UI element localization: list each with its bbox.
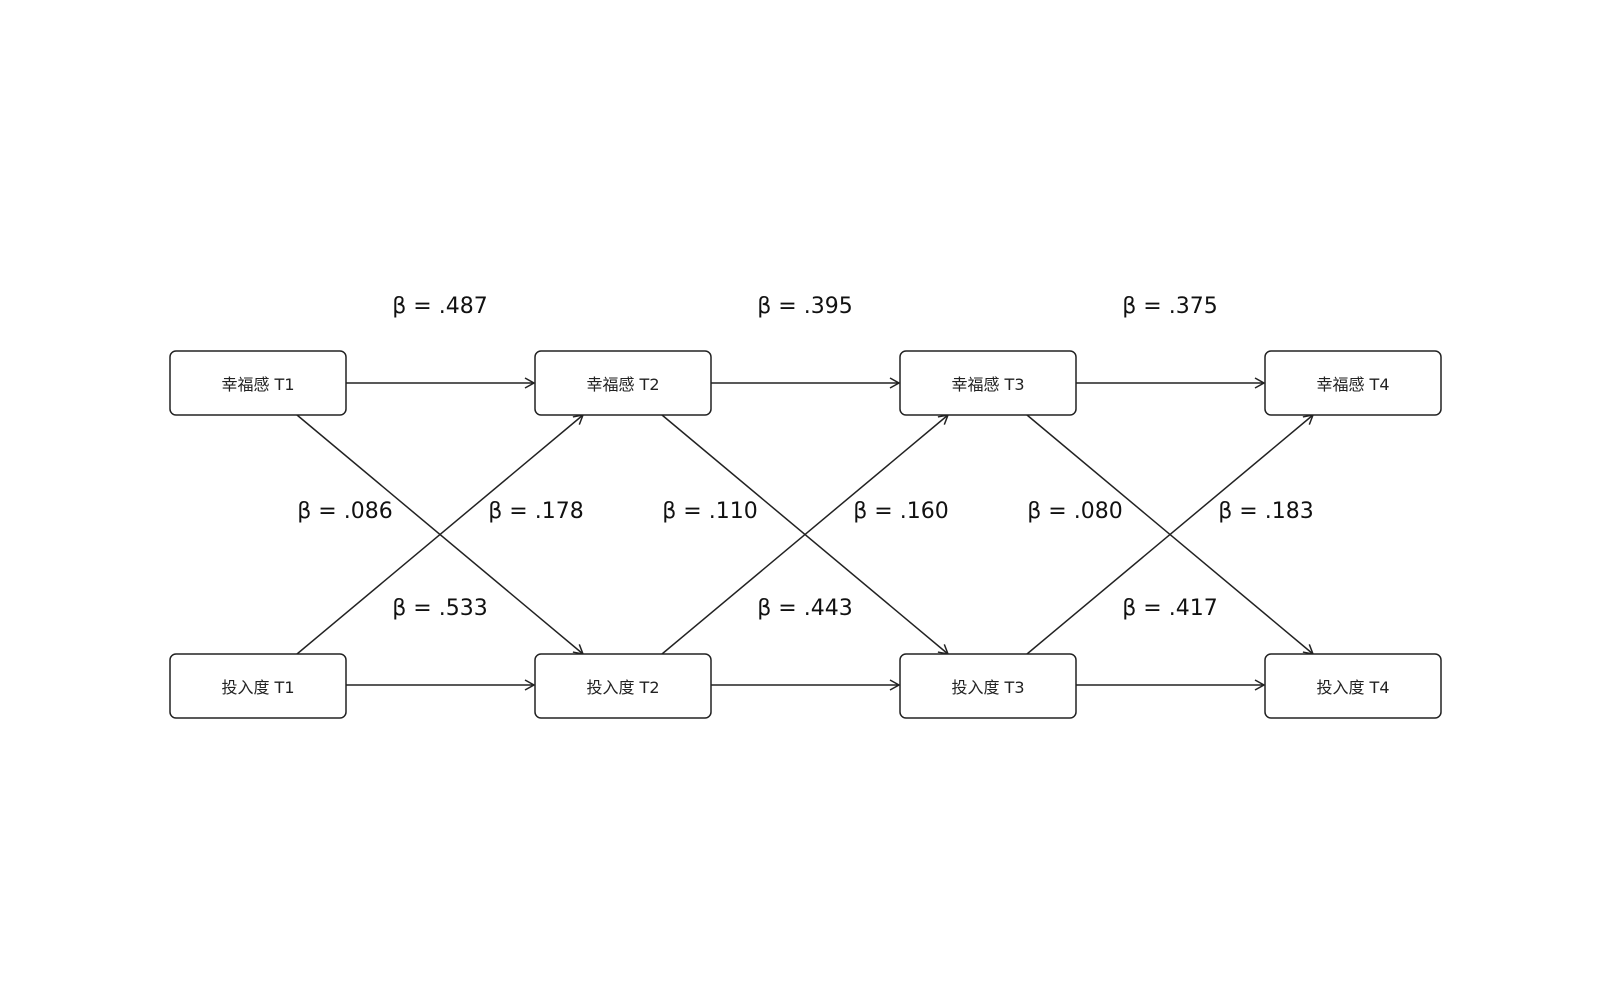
node-label: 投入度 T1 <box>221 678 294 697</box>
node-label: 投入度 T2 <box>586 678 659 697</box>
coef-engagement-t1-to-wellbeing-t2: β = .178 <box>488 499 583 524</box>
node-wellbeing-t2: 幸福感 T2 <box>534 350 712 416</box>
node-engagement-t2: 投入度 T2 <box>534 653 712 719</box>
coef-wellbeing-t1-to-engagement-t2: β = .086 <box>297 499 392 524</box>
node-wellbeing-t3: 幸福感 T3 <box>899 350 1077 416</box>
node-label: 投入度 T4 <box>1316 678 1389 697</box>
node-wellbeing-t4: 幸福感 T4 <box>1264 350 1442 416</box>
path-engagement-t2-to-wellbeing-t3 <box>661 414 950 655</box>
node-wellbeing-t1: 幸福感 T1 <box>169 350 347 416</box>
node-label: 幸福感 T3 <box>951 375 1024 394</box>
coef-wellbeing-t3-t4: β = .375 <box>1122 294 1217 319</box>
path-engagement-t1-to-wellbeing-t2 <box>296 414 585 655</box>
coef-engagement-t3-t4: β = .417 <box>1122 596 1217 621</box>
node-label: 幸福感 T2 <box>586 375 659 394</box>
node-label: 投入度 T3 <box>951 678 1024 697</box>
coef-engagement-t3-to-wellbeing-t4: β = .183 <box>1218 499 1313 524</box>
coef-engagement-t1-t2: β = .533 <box>392 596 487 621</box>
node-engagement-t4: 投入度 T4 <box>1264 653 1442 719</box>
node-label: 幸福感 T1 <box>221 375 294 394</box>
coef-engagement-t2-t3: β = .443 <box>757 596 852 621</box>
coef-wellbeing-t1-t2: β = .487 <box>392 294 487 319</box>
coef-wellbeing-t2-to-engagement-t3: β = .110 <box>662 499 757 524</box>
path-engagement-t3-to-wellbeing-t4 <box>1026 414 1315 655</box>
node-engagement-t3: 投入度 T3 <box>899 653 1077 719</box>
node-engagement-t1: 投入度 T1 <box>169 653 347 719</box>
coef-engagement-t2-to-wellbeing-t3: β = .160 <box>853 499 948 524</box>
node-label: 幸福感 T4 <box>1316 375 1389 394</box>
coef-wellbeing-t2-t3: β = .395 <box>757 294 852 319</box>
coef-wellbeing-t3-to-engagement-t4: β = .080 <box>1027 499 1122 524</box>
